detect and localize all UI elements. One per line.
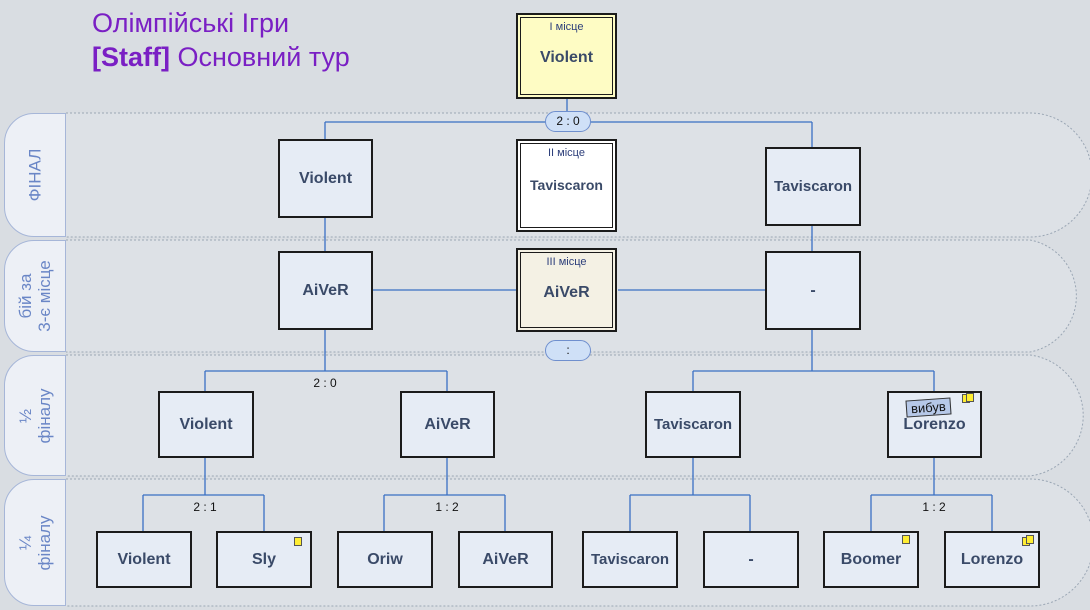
row-label-semi-line1: ½	[16, 408, 35, 423]
note-icon[interactable]	[902, 535, 910, 544]
row-label-third-line1: бій за	[16, 273, 35, 319]
semi-score-left: 2 : 0	[313, 376, 337, 390]
note-icon[interactable]	[294, 537, 302, 546]
first-place-box[interactable]: I місце Violent	[516, 13, 617, 99]
row-label-final: ФІНАЛ	[4, 113, 66, 237]
quarter-player-1[interactable]: Violent	[96, 531, 192, 588]
page-title: Олімпійські Ігри	[92, 8, 290, 38]
quarter-player-6[interactable]: -	[703, 531, 799, 588]
quarter-score-4: 1 : 2	[922, 500, 946, 514]
first-place-label: I місце	[549, 21, 584, 33]
quarter-score-1: 2 : 1	[193, 500, 217, 514]
quarter-player-2[interactable]: Sly	[216, 531, 312, 588]
row-label-quarter-line2: фіналу	[35, 514, 54, 571]
final-player-left[interactable]: Violent	[278, 139, 373, 218]
second-place-name: Taviscaron	[530, 177, 603, 193]
third-match-left[interactable]: AiVeR	[278, 251, 373, 330]
first-place-inner	[520, 17, 613, 95]
subtitle-bold: [Staff]	[92, 42, 170, 72]
quarter-player-4[interactable]: AiVeR	[458, 531, 553, 588]
row-label-third-line2: 3-є місце	[35, 260, 54, 332]
final-score: 2 : 0	[545, 111, 591, 132]
quarter-player-5[interactable]: Taviscaron	[582, 531, 678, 588]
first-place-name: Violent	[539, 49, 594, 66]
note-icon[interactable]	[1026, 535, 1034, 544]
third-place-box[interactable]: III місце AiVeR	[516, 248, 617, 332]
second-place-inner	[520, 143, 613, 228]
note-icon[interactable]	[966, 393, 974, 402]
quarter-score-2: 1 : 2	[435, 500, 459, 514]
subtitle-rest: Основний тур	[169, 42, 350, 72]
third-match-score: :	[545, 340, 591, 361]
second-place-box[interactable]: II місце Taviscaron	[516, 139, 617, 232]
row-label-quarter-line1: ¼	[16, 535, 35, 550]
page-subtitle: [Staff] Основний тур	[92, 42, 350, 73]
third-place-inner	[520, 252, 613, 328]
final-player-right[interactable]: Taviscaron	[765, 147, 861, 226]
semi-player-3[interactable]: Taviscaron	[645, 391, 741, 458]
third-match-right[interactable]: -	[765, 251, 861, 330]
semi-player-2[interactable]: AiVeR	[400, 391, 495, 458]
third-place-label: III місце	[546, 256, 587, 268]
row-label-semi-line2: фіналу	[35, 387, 54, 444]
quarter-player-3[interactable]: Oriw	[337, 531, 433, 588]
eliminated-tag: вибув	[905, 397, 952, 418]
third-place-name: AiVeR	[543, 284, 590, 301]
semi-player-1[interactable]: Violent	[158, 391, 254, 458]
second-place-label: II місце	[548, 147, 585, 159]
row-label-final-text: ФІНАЛ	[25, 148, 45, 202]
